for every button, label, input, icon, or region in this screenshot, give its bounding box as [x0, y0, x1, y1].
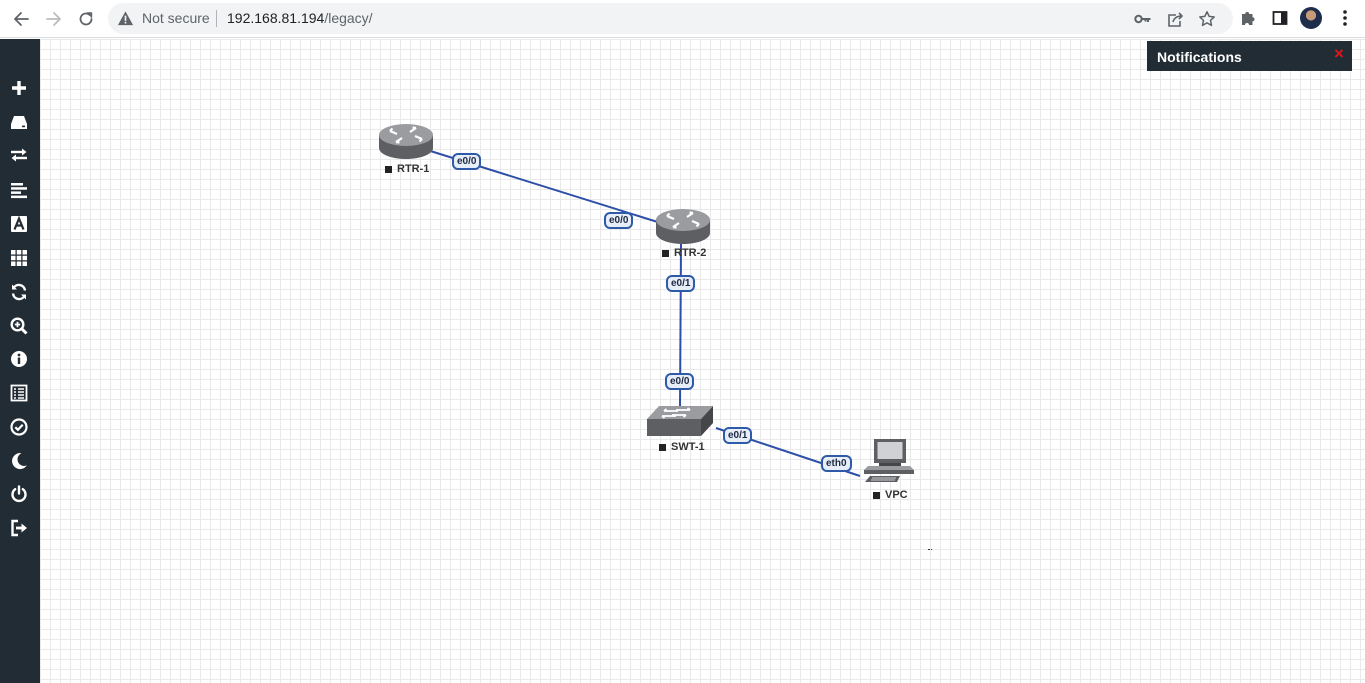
sidebar-item-nodes[interactable]: [8, 111, 30, 133]
node-rtr1-label[interactable]: RTR-1: [385, 163, 429, 175]
url-host: 192.168.81.194: [227, 10, 325, 26]
sidebar-item-add-object[interactable]: [8, 77, 30, 99]
links-layer: [407, 143, 861, 477]
node-rtr2[interactable]: [654, 206, 712, 246]
key-icon: [1134, 14, 1151, 24]
topology-canvas[interactable]: RTR-1 RTR-2 SWT-1: [40, 39, 1365, 683]
more-vertical-icon: [1343, 10, 1347, 26]
info-icon: [11, 351, 27, 367]
refresh-icon: [11, 283, 27, 301]
address-bar[interactable]: Not secure 192.168.81.194/legacy/: [108, 3, 1233, 34]
sidebar-item-config-objects[interactable]: [8, 247, 30, 269]
browser-menu-button[interactable]: [1333, 6, 1357, 30]
notifications-title: Notifications: [1157, 49, 1242, 65]
sidebar-item-networks[interactable]: [8, 144, 30, 166]
reload-button[interactable]: [72, 5, 100, 33]
iface-swt1-e0-0[interactable]: e0/0: [665, 373, 695, 390]
browser-toolbar: Not secure 192.168.81.194/legacy/: [0, 0, 1365, 38]
exchange-icon: [11, 148, 27, 162]
node-rtr2-name: RTR-2: [674, 247, 707, 259]
check-circle-icon: [10, 418, 28, 436]
side-panel-icon: [1272, 11, 1288, 25]
sidebar-item-refresh-topology[interactable]: [8, 281, 30, 303]
switch-icon: [647, 406, 713, 436]
sidebar-item-close-lab[interactable]: [8, 483, 30, 505]
node-vpc-label[interactable]: VPC: [873, 489, 908, 501]
node-rtr1-name: RTR-1: [397, 163, 430, 175]
security-status[interactable]: Not secure: [142, 10, 210, 26]
profile-avatar[interactable]: [1300, 7, 1322, 29]
sign-out-icon: [11, 519, 27, 537]
node-status-icon: [659, 443, 666, 451]
iface-vpc-eth0[interactable]: eth0: [821, 455, 852, 472]
grid-icon: [11, 250, 27, 266]
back-button[interactable]: [7, 5, 35, 33]
power-icon: [11, 485, 27, 503]
node-vpc[interactable]: [862, 437, 916, 485]
warning-icon: [117, 11, 134, 26]
font-icon: [11, 215, 27, 232]
close-icon[interactable]: ×: [1334, 44, 1344, 63]
notifications-panel: Notifications ×: [1147, 41, 1352, 71]
omnibox-separator: [216, 10, 217, 27]
plus-icon: [12, 81, 26, 95]
sidebar-item-startup-configs[interactable]: [8, 179, 30, 201]
bookmark-button[interactable]: [1196, 8, 1218, 30]
node-status-icon: [662, 249, 669, 257]
star-icon: [1199, 11, 1215, 27]
link-rtr1-rtr2[interactable]: [407, 143, 681, 230]
extensions-button[interactable]: [1236, 6, 1260, 30]
share-button[interactable]: [1164, 8, 1186, 30]
server-icon: [11, 116, 27, 129]
side-panel-button[interactable]: [1268, 6, 1292, 30]
reload-icon: [79, 12, 93, 26]
pc-icon: [864, 439, 914, 482]
node-rtr1[interactable]: [377, 121, 435, 161]
sidebar-item-lab-list[interactable]: [8, 382, 30, 404]
node-status-icon: [873, 491, 880, 499]
url-text[interactable]: 192.168.81.194/legacy/: [227, 10, 373, 26]
arrow-left-icon: [14, 12, 29, 26]
iface-swt1-e0-1[interactable]: e0/1: [723, 427, 753, 444]
sidebar-item-lab-details[interactable]: [8, 348, 30, 370]
router-icon: [379, 124, 433, 159]
node-swt1[interactable]: [646, 404, 714, 438]
align-left-icon: [11, 183, 27, 199]
iface-rtr2-e0-1[interactable]: e0/1: [666, 275, 696, 292]
sidebar-item-pictures[interactable]: [8, 213, 30, 235]
sidebar-item-lock-lab[interactable]: [8, 416, 30, 438]
list-icon: [10, 384, 28, 402]
node-status-icon: [385, 165, 392, 173]
node-swt1-name: SWT-1: [671, 441, 705, 453]
sidebar-item-zoom[interactable]: [8, 315, 30, 337]
iface-rtr2-e0-0[interactable]: e0/0: [604, 212, 634, 229]
node-rtr2-label[interactable]: RTR-2: [662, 247, 706, 259]
node-swt1-label[interactable]: SWT-1: [659, 441, 705, 453]
sidebar-item-logout[interactable]: [8, 517, 30, 539]
puzzle-icon: [1242, 12, 1255, 25]
url-path: /legacy/: [324, 10, 373, 26]
canvas-marker: [928, 549, 932, 551]
lab-sidebar: [0, 39, 40, 683]
router-icon: [656, 209, 710, 244]
moon-icon: [12, 453, 27, 470]
node-vpc-name: VPC: [885, 489, 908, 501]
forward-button[interactable]: [40, 5, 68, 33]
share-icon: [1167, 11, 1183, 27]
sidebar-item-dark-mode[interactable]: [8, 450, 30, 472]
password-key-button[interactable]: [1132, 8, 1154, 30]
iface-rtr1-e0-0[interactable]: e0/0: [452, 153, 482, 170]
arrow-right-icon: [46, 12, 61, 26]
zoom-icon: [10, 317, 28, 335]
